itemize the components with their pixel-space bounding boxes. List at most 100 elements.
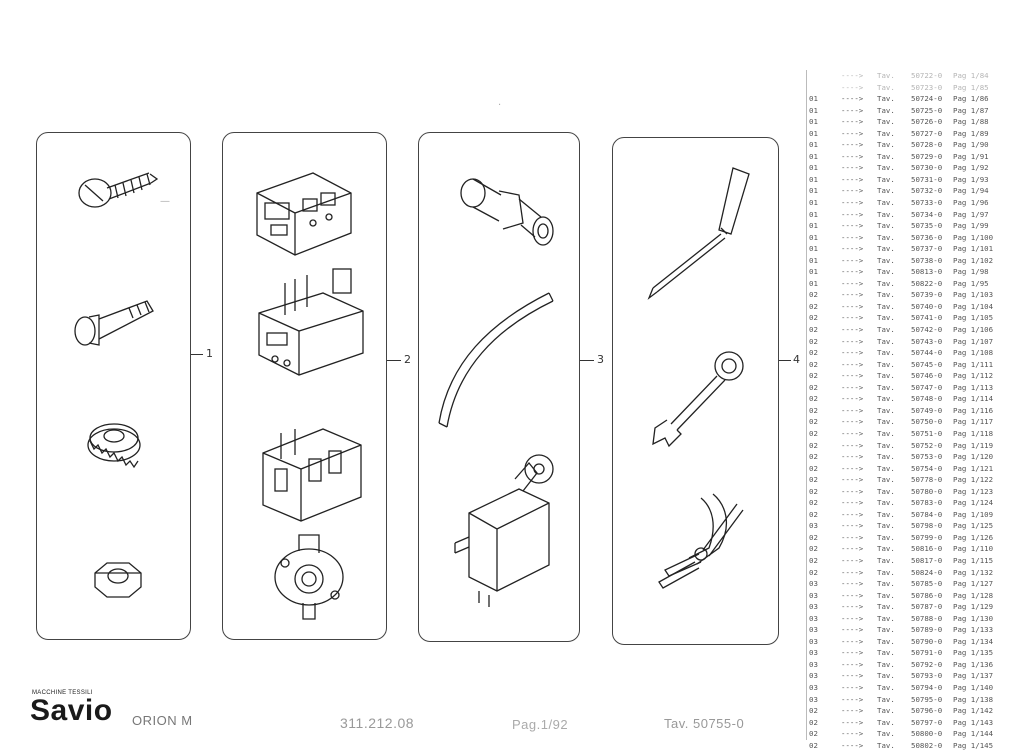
reference-pag: Pag 1/105 — [953, 313, 994, 323]
reference-arrow: ----> — [841, 440, 864, 450]
reference-num: 50735-0 — [911, 221, 943, 231]
reference-tav: Tav. — [877, 394, 895, 404]
reference-pag: Pag 1/97 — [953, 209, 989, 219]
reference-tav: Tav. — [877, 71, 895, 80]
reference-tav: Tav. — [877, 174, 895, 184]
reference-idx: 03 — [809, 682, 818, 692]
reference-arrow: ----> — [841, 163, 864, 173]
reference-pag: Pag 1/93 — [953, 174, 989, 184]
reference-idx: 02 — [809, 382, 818, 392]
reference-num: 50726-0 — [911, 117, 943, 127]
reference-pag: Pag 1/115 — [953, 555, 994, 565]
reference-tav: Tav. — [877, 579, 895, 589]
reference-arrow: ----> — [841, 151, 864, 161]
reference-pag: Pag 1/135 — [953, 648, 994, 658]
reference-idx: 02 — [809, 371, 818, 381]
reference-num: 50799-0 — [911, 532, 943, 542]
reference-idx: 01 — [809, 221, 818, 231]
reference-pag: Pag 1/86 — [953, 94, 989, 104]
reference-idx: 02 — [809, 475, 818, 485]
reference-num: 50787-0 — [911, 602, 943, 612]
reference-arrow: ----> — [841, 313, 864, 323]
reference-num: 50742-0 — [911, 325, 943, 335]
reference-tav: Tav. — [877, 602, 895, 612]
reference-tav: Tav. — [877, 405, 895, 415]
reference-idx: 02 — [809, 348, 818, 358]
reference-arrow: ----> — [841, 359, 864, 369]
reference-idx: 03 — [809, 625, 818, 635]
reference-arrow: ----> — [841, 336, 864, 346]
reference-idx: 02 — [809, 740, 818, 750]
reference-idx: 03 — [809, 648, 818, 658]
reference-pag: Pag 1/100 — [953, 232, 994, 242]
combination-wrench-icon — [652, 351, 744, 448]
reference-idx: 02 — [809, 706, 818, 716]
reference-idx: 02 — [809, 486, 818, 496]
scan-speck: — — [160, 196, 170, 207]
reference-tav: Tav. — [877, 94, 895, 104]
reference-arrow: ----> — [841, 475, 864, 485]
reference-arrow: ----> — [841, 232, 864, 242]
reference-arrow: ----> — [841, 278, 864, 288]
reference-idx: 01 — [809, 174, 818, 184]
reference-arrow: ----> — [841, 555, 864, 565]
reference-tav: Tav. — [877, 671, 895, 681]
reference-pag: Pag 1/136 — [953, 659, 994, 669]
reference-pag: Pag 1/134 — [953, 636, 994, 646]
reference-tav: Tav. — [877, 532, 895, 542]
reference-tav: Tav. — [877, 717, 895, 727]
reference-arrow: ----> — [841, 221, 864, 231]
reference-arrow: ----> — [841, 625, 864, 635]
reference-idx: 02 — [809, 509, 818, 519]
reference-tav: Tav. — [877, 313, 895, 323]
reference-pag: Pag 1/124 — [953, 498, 994, 508]
panel-2-drawing — [256, 172, 364, 620]
reference-arrow: ----> — [841, 602, 864, 612]
reference-tav: Tav. — [877, 244, 895, 254]
reference-num: 50724-0 — [911, 94, 943, 104]
reference-arrow: ----> — [841, 567, 864, 577]
hex-nut-icon — [94, 562, 142, 598]
reference-idx: 02 — [809, 452, 818, 462]
reference-pag: Pag 1/120 — [953, 452, 994, 462]
reference-idx: 01 — [809, 117, 818, 127]
reference-tav: Tav. — [877, 417, 895, 427]
reference-arrow: ----> — [841, 82, 864, 92]
reference-num: 50730-0 — [911, 163, 943, 173]
reference-pag: Pag 1/137 — [953, 671, 994, 681]
reference-arrow: ----> — [841, 117, 864, 127]
reference-tav: Tav. — [877, 348, 895, 358]
reference-num: 50739-0 — [911, 290, 943, 300]
reference-list-border — [806, 70, 807, 740]
reference-pag: Pag 1/127 — [953, 579, 994, 589]
reference-idx: 01 — [809, 255, 818, 265]
panel-2 — [222, 132, 387, 640]
reference-idx: 03 — [809, 694, 818, 704]
reference-tav: Tav. — [877, 544, 895, 554]
reference-tav: Tav. — [877, 740, 895, 750]
reference-pag: Pag 1/142 — [953, 706, 994, 716]
reference-idx: 03 — [809, 613, 818, 623]
reference-arrow: ----> — [841, 382, 864, 392]
reference-num: 50788-0 — [911, 613, 943, 623]
reference-arrow: ----> — [841, 452, 864, 462]
reference-pag: Pag 1/102 — [953, 255, 994, 265]
page-number: Pag.1/92 — [512, 717, 569, 732]
reference-arrow: ----> — [841, 267, 864, 277]
